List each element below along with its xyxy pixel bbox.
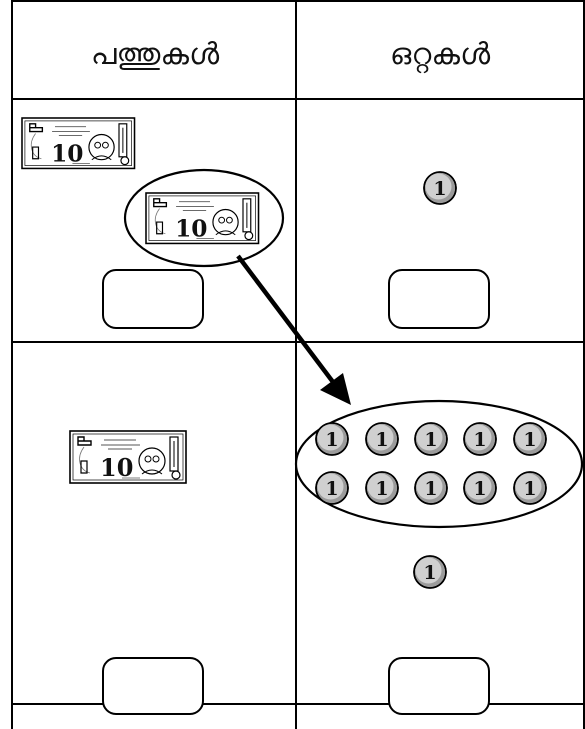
coin-value: 1 — [424, 429, 437, 451]
coin-value: 1 — [473, 429, 486, 451]
ten-rupee-note-to-exchange: 10 — [145, 192, 260, 245]
coin-value: 1 — [375, 429, 388, 451]
tens-column-header: പത്തുകൾ — [91, 37, 220, 72]
note-denomination: 10 — [100, 453, 133, 482]
answer-box-ones-row2[interactable] — [388, 657, 490, 715]
one-rupee-coin: 1 — [365, 471, 399, 505]
exchange-arrow — [236, 254, 351, 405]
exchange-circle-note — [123, 168, 285, 268]
one-rupee-coin: 1 — [513, 471, 547, 505]
one-rupee-coin: 1 — [463, 422, 497, 456]
one-rupee-coin: 1 — [513, 422, 547, 456]
answer-box-tens-row2[interactable] — [102, 657, 204, 715]
coin-value: 1 — [375, 478, 388, 500]
one-rupee-coin: 1 — [365, 422, 399, 456]
one-rupee-coin: 1 — [315, 422, 349, 456]
coin-value: 1 — [423, 562, 436, 584]
exchange-circle-coins — [294, 399, 584, 529]
coin-value: 1 — [433, 178, 446, 200]
one-rupee-coin: 1 — [423, 171, 457, 205]
ten-rupee-note: 10 — [69, 430, 187, 484]
answer-box-ones-row1[interactable] — [388, 269, 490, 329]
table-grid — [11, 0, 585, 729]
one-rupee-coin: 1 — [463, 471, 497, 505]
one-rupee-coin: 1 — [413, 555, 447, 589]
ones-column-header: ഒറ്റകൾ — [390, 37, 491, 74]
note-denomination: 10 — [51, 141, 83, 168]
note-denomination: 10 — [175, 216, 207, 243]
answer-box-tens-row1[interactable] — [102, 269, 204, 329]
one-rupee-coin: 1 — [414, 422, 448, 456]
coin-value: 1 — [523, 429, 536, 451]
coin-value: 1 — [325, 429, 338, 451]
coin-value: 1 — [424, 478, 437, 500]
coin-value: 1 — [523, 478, 536, 500]
coin-value: 1 — [325, 478, 338, 500]
coin-value: 1 — [473, 478, 486, 500]
one-rupee-coin: 1 — [414, 471, 448, 505]
one-rupee-coin: 1 — [315, 471, 349, 505]
ten-rupee-note: 10 — [21, 117, 136, 170]
exchanged-coins: 1 1 1 1 1 1 1 1 1 1 — [315, 422, 547, 505]
